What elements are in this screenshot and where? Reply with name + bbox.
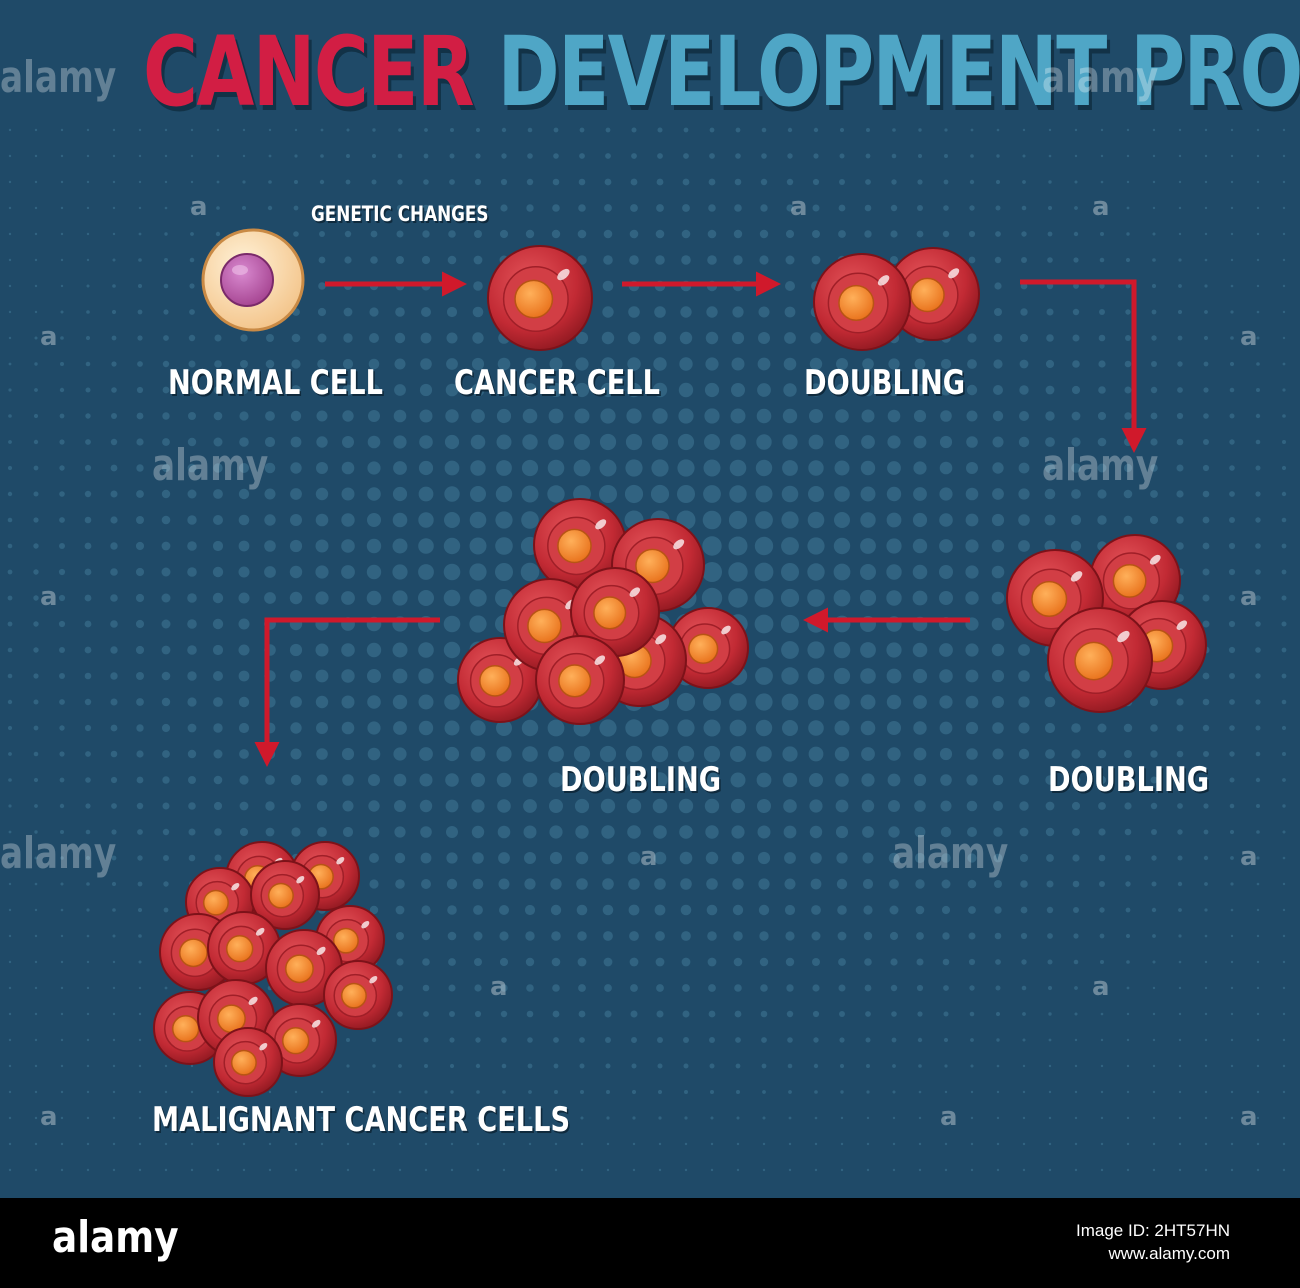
process-diagram (153, 228, 1207, 1097)
malignant-cell-cluster-icon (153, 841, 393, 1097)
watermark-letter: a (1240, 582, 1258, 612)
cancer-cell-shape (570, 567, 660, 657)
footer-logo: alamy (52, 1212, 179, 1263)
watermark-text: alamy (0, 828, 117, 879)
normal-cell-icon (201, 228, 305, 332)
cancer-cell-shape (813, 253, 911, 351)
title-word-cancer: CANCER (143, 16, 475, 128)
footer-image-id: Image ID: 2HT57HN www.alamy.com (1076, 1220, 1230, 1266)
watermark-text: alamy (892, 828, 1009, 879)
watermark-letter: a (40, 582, 58, 612)
watermark-letter: a (1092, 192, 1110, 222)
site-url: www.alamy.com (1108, 1243, 1230, 1263)
watermark-letter: a (1240, 842, 1258, 872)
cancer-cell-shape (487, 245, 593, 351)
cancer-cell-shape (1047, 607, 1153, 713)
doubling-label-2: DOUBLING (1048, 760, 1210, 800)
cancer-cell-shape (535, 635, 625, 725)
watermark-letter: a (640, 842, 658, 872)
watermark-letter: a (1240, 1102, 1258, 1132)
image-id-label: Image ID: 2HT57HN (1076, 1221, 1230, 1240)
cancer-cell-shape (667, 607, 749, 689)
watermark-text: alamy (1042, 52, 1159, 103)
doubling-label-1: DOUBLING (804, 363, 966, 403)
doubling-eight-cells-icon (457, 498, 749, 725)
watermark-letter: a (790, 192, 808, 222)
malignant-cells-label: MALIGNANT CANCER CELLS (152, 1100, 571, 1140)
watermark-letter: a (40, 322, 58, 352)
page-title: CANCER DEVELOPMENT PROCESS (143, 19, 1300, 126)
watermark-letter: a (940, 1102, 958, 1132)
cancer-cell-shape (323, 960, 393, 1030)
title-development-process: DEVELOPMENT PROCESS (497, 16, 1300, 128)
arrow-middle-to-malignant-corner (254, 617, 440, 767)
infographic-canvas: CANCER DEVELOPMENT PROCESS (0, 0, 1300, 1198)
doubling-two-cells-icon (813, 247, 980, 351)
cancer-cell-label: CANCER CELL (454, 363, 660, 403)
cancer-cell-shape (250, 860, 320, 930)
stock-footer-bar: alamy Image ID: 2HT57HN www.alamy.com (0, 1198, 1300, 1288)
normal-cell-label: NORMAL CELL (168, 363, 383, 403)
watermark-letter: a (1240, 322, 1258, 352)
cancer-cell-shape (886, 247, 980, 341)
cancer-cell-shape (533, 498, 627, 592)
watermark-letter: a (1092, 972, 1110, 1002)
doubling-four-cells-icon (1006, 534, 1207, 713)
watermark-letter: a (40, 1102, 58, 1132)
cancer-cell-shape (213, 1027, 283, 1097)
watermark-text: alamy (0, 52, 117, 103)
doubling-label-3: DOUBLING (560, 760, 722, 800)
watermark-text: alamy (1042, 440, 1159, 491)
arrow-doubling-to-doubling-corner (1020, 279, 1147, 453)
cancer-cell-shape (265, 929, 343, 1007)
watermark-text: alamy (152, 440, 269, 491)
genetic-changes-label: GENETIC CHANGES (311, 202, 489, 226)
cancer-cell-icon (487, 245, 593, 351)
watermark-letter: a (190, 192, 208, 222)
watermark-letter: a (490, 972, 508, 1002)
